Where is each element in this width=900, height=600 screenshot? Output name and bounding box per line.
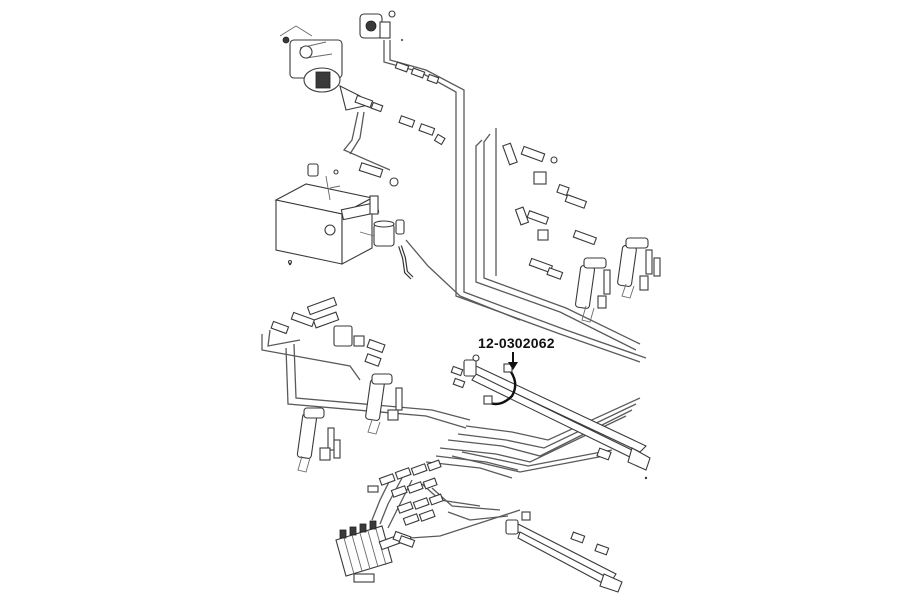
hydraulic-cylinder-right-1	[574, 257, 611, 323]
highlighted-hose	[483, 363, 517, 406]
long-cylinder-bottom	[505, 511, 623, 593]
right-fittings	[502, 142, 598, 280]
callout-arrow	[508, 352, 518, 370]
filter	[359, 219, 405, 247]
pump-assembly	[279, 25, 365, 111]
hydraulic-cylinder-left-2	[296, 407, 341, 473]
swivel-coupling	[359, 10, 396, 39]
part-number-callout: 12-0302062	[478, 335, 555, 351]
hydraulic-tank	[274, 162, 399, 265]
index-dots	[288, 39, 648, 480]
control-valve-bank	[335, 520, 412, 583]
hydraulic-cylinder-right-2	[617, 237, 661, 299]
suction-hose	[398, 245, 414, 280]
fittings-top	[354, 61, 446, 146]
tee-fitting	[270, 296, 386, 367]
hydraulic-cylinder-left-1	[365, 373, 403, 435]
valve-fittings	[367, 459, 444, 548]
